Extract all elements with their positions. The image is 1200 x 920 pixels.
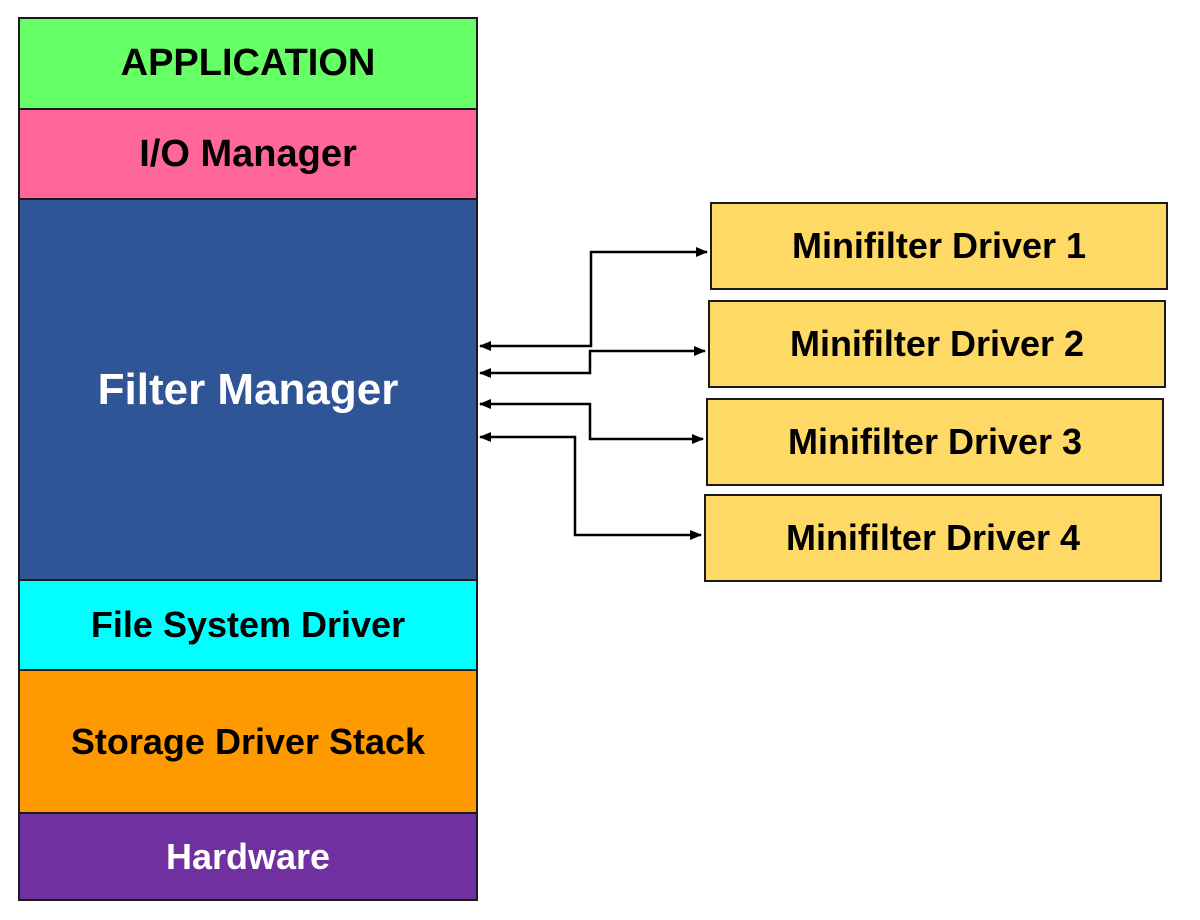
layer-file-system-driver: File System Driver <box>20 581 476 671</box>
layer-filter-manager: Filter Manager <box>20 200 476 581</box>
layer-application: APPLICATION <box>20 19 476 110</box>
connector-arrow-2 <box>479 346 706 378</box>
minifilter-driver-4-label: Minifilter Driver 4 <box>785 517 1081 558</box>
minifilter-driver-1-label: Minifilter Driver 1 <box>791 225 1087 266</box>
minifilter-driver-1: Minifilter Driver 1 <box>710 202 1168 290</box>
layer-application-label: APPLICATION <box>120 42 376 84</box>
layer-filter-manager-label: Filter Manager <box>97 364 399 414</box>
layer-io-manager: I/O Manager <box>20 110 476 200</box>
minifilter-driver-4: Minifilter Driver 4 <box>704 494 1162 582</box>
layer-io-manager-label: I/O Manager <box>139 132 357 175</box>
minifilter-driver-2-label: Minifilter Driver 2 <box>789 323 1085 364</box>
connector-arrow-3 <box>479 399 704 444</box>
layer-storage-driver-stack-label: Storage Driver Stack <box>70 720 426 762</box>
minifilter-driver-3-label: Minifilter Driver 3 <box>787 421 1083 462</box>
layer-hardware-label: Hardware <box>165 835 331 877</box>
minifilter-driver-3: Minifilter Driver 3 <box>706 398 1164 486</box>
layer-file-system-driver-label: File System Driver <box>90 604 406 645</box>
minifilter-driver-2: Minifilter Driver 2 <box>708 300 1166 388</box>
layer-hardware: Hardware <box>20 814 476 899</box>
connector-arrow-1 <box>479 247 708 351</box>
driver-stack: APPLICATION I/O Manager Filter Manager F… <box>18 17 478 901</box>
layer-storage-driver-stack: Storage Driver Stack <box>20 671 476 814</box>
connector-arrow-4 <box>479 432 702 540</box>
